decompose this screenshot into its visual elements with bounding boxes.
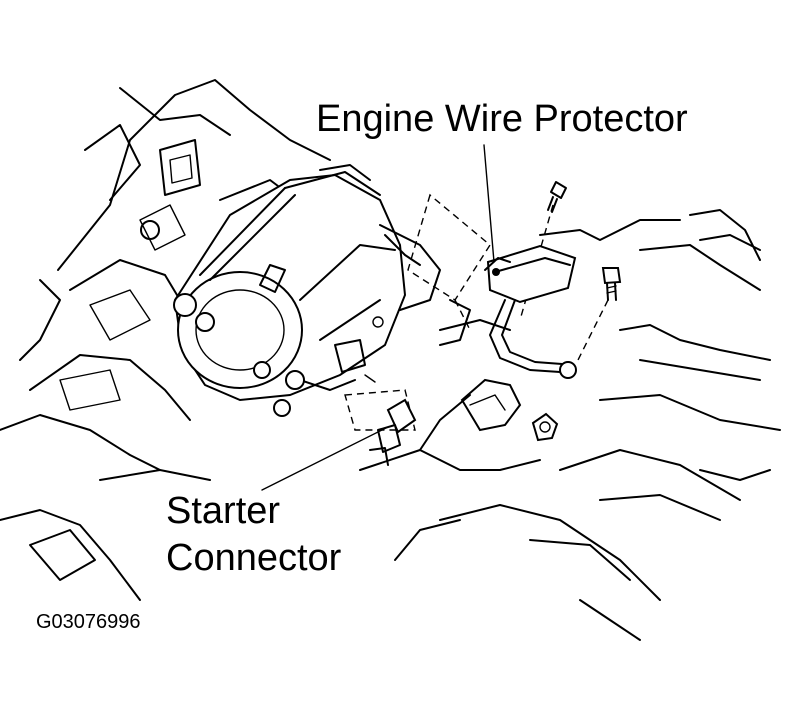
starter-connector-label-line2: Connector <box>166 537 342 579</box>
starter-motor <box>173 164 441 417</box>
engine-right-side-outline <box>359 209 781 641</box>
starter-connector-label-line1: Starter <box>166 490 281 532</box>
starter-connector-part <box>369 378 522 466</box>
engine-wire-protector-leader <box>483 144 495 263</box>
starter-connector-leader <box>261 427 387 491</box>
engine-wire-protector-part <box>484 244 577 379</box>
mounting-bolts <box>531 181 622 442</box>
figure-code: G03076996 <box>36 611 141 633</box>
engine-wire-protector-label: Engine Wire Protector <box>316 98 688 140</box>
engine-block-outline <box>0 79 331 601</box>
